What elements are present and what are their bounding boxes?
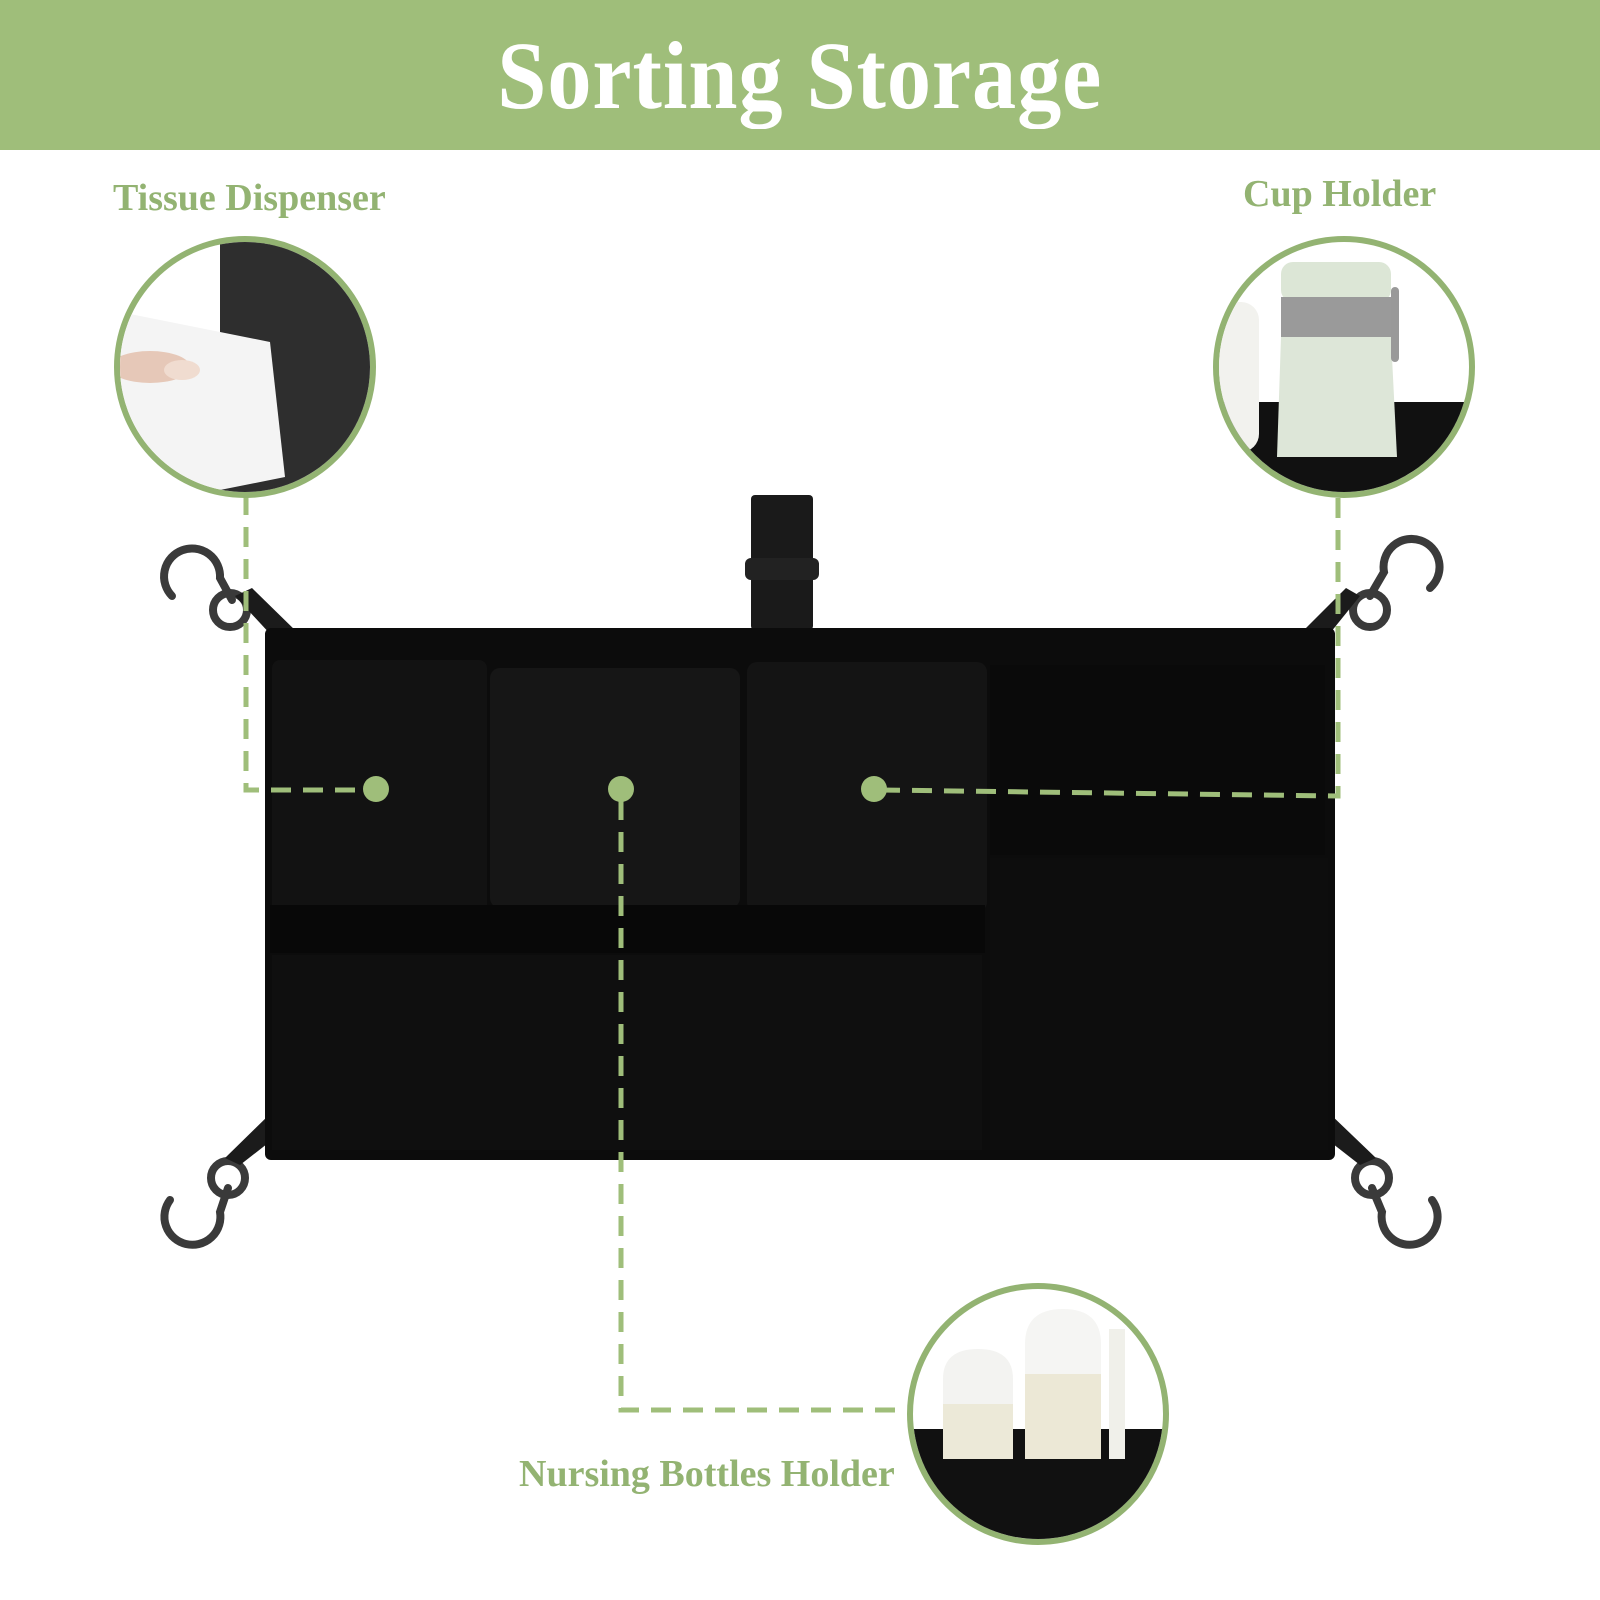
hook-top-left-icon: [160, 544, 251, 631]
mesh-pocket-upper: [990, 665, 1325, 855]
callout-label-nursing-bottles-holder: Nursing Bottles Holder: [519, 1453, 895, 1495]
organizer-body: [265, 628, 1335, 1160]
callout-lines: [243, 495, 1341, 1413]
header-banner: Sorting Storage: [0, 0, 1600, 150]
mesh-pocket-lower-left: [272, 955, 982, 1150]
hook-bottom-left-icon: [160, 1157, 249, 1249]
hook-bottom-right-icon: [1351, 1157, 1442, 1249]
page-title: Sorting Storage: [497, 21, 1103, 129]
callout-dot-tissue: [363, 776, 389, 802]
mesh-pocket-lower-right: [990, 858, 1328, 1150]
hook-top-right-icon: [1349, 534, 1444, 631]
callout-dot-cup: [861, 776, 887, 802]
callout-label-tissue-dispenser: Tissue Dispenser: [113, 177, 386, 219]
nursing-bottles-inset: [907, 1283, 1169, 1545]
cup-holder-inset: [1213, 236, 1475, 498]
nursing-bottles-icon: [913, 1309, 1163, 1539]
callout-label-cup-holder: Cup Holder: [1243, 173, 1437, 215]
top-strap-icon: [745, 495, 819, 630]
cup-holder-icon: [1219, 262, 1469, 492]
callout-dot-bottles: [608, 776, 634, 802]
tissue-dispenser-inset: [114, 236, 376, 498]
tissue-dispenser-icon: [120, 242, 370, 492]
